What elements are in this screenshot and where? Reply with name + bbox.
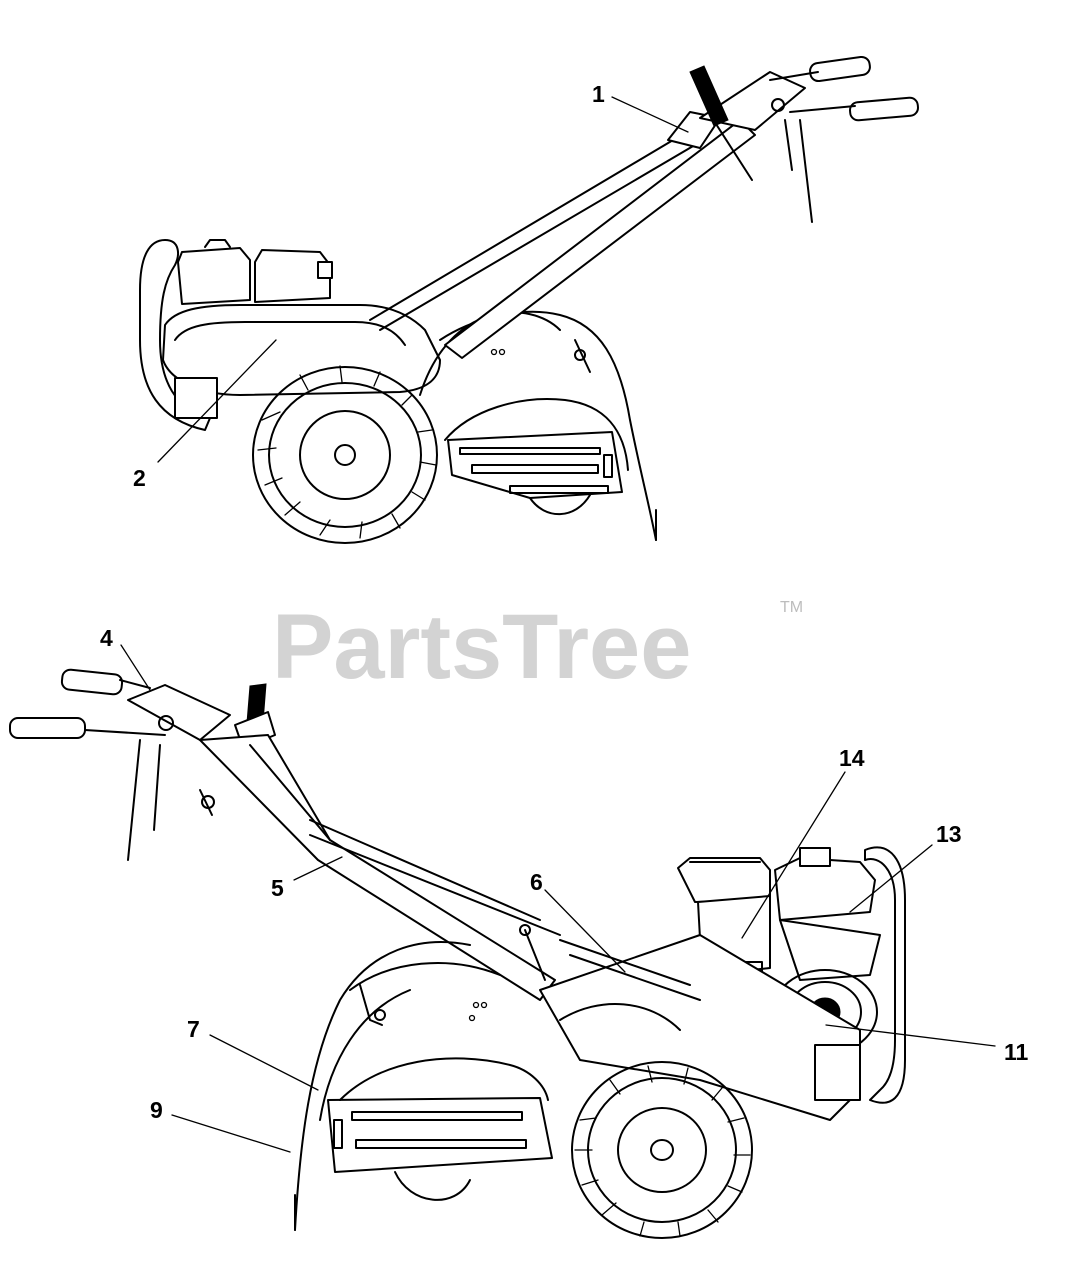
- callout-14: 14: [839, 745, 865, 771]
- callout-7: 7: [187, 1016, 200, 1042]
- tiller-bottom-view: [10, 669, 905, 1238]
- callout-5: 5: [271, 875, 284, 901]
- callout-4: 4: [100, 625, 113, 651]
- callout-1: 1: [592, 81, 605, 107]
- leader-lines: [121, 97, 995, 1152]
- leader-line-11: [826, 1025, 995, 1046]
- leader-line-7: [210, 1035, 318, 1090]
- leader-line-1: [612, 97, 688, 132]
- callout-6: 6: [530, 869, 543, 895]
- callout-9: 9: [150, 1097, 163, 1123]
- leader-line-4: [121, 645, 150, 690]
- leader-line-5: [294, 857, 342, 880]
- callout-11: 11: [1004, 1039, 1029, 1065]
- callout-13: 13: [936, 821, 962, 847]
- leader-line-13: [850, 845, 932, 912]
- leader-line-2: [158, 340, 276, 462]
- trademark-symbol: TM: [780, 599, 803, 616]
- tiller-top-view: [140, 56, 919, 543]
- callout-2: 2: [133, 465, 146, 491]
- leader-line-9: [172, 1115, 290, 1152]
- leader-line-14: [742, 772, 845, 938]
- leader-line-6: [545, 890, 625, 972]
- partstree-watermark: PartsTree: [272, 596, 691, 698]
- callout-numbers: 1 2 4 5 6 7 9 11 13 14: [100, 81, 1029, 1123]
